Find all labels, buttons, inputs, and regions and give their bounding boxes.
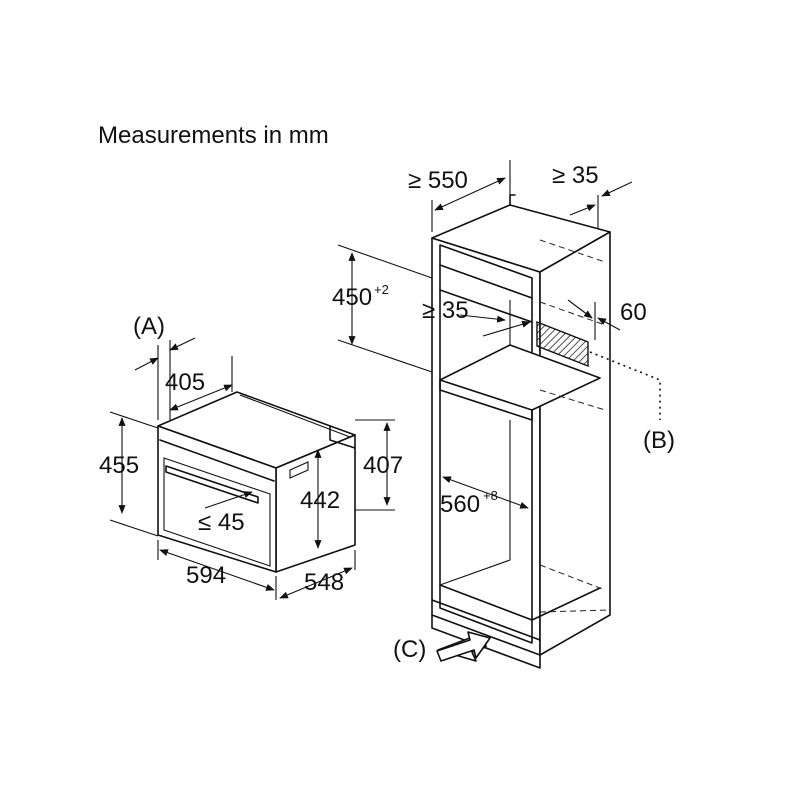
oven-front-face bbox=[157, 425, 277, 573]
dim-handle: ≤ 45 bbox=[198, 509, 245, 536]
dim-407: 407 bbox=[363, 452, 403, 479]
dim-550: ≥ 550 bbox=[408, 167, 468, 194]
dim-450: 450 +2 bbox=[332, 282, 389, 311]
dim-455: 455 bbox=[99, 452, 139, 479]
cabinet-side bbox=[539, 231, 611, 656]
dim-594: 594 bbox=[186, 562, 226, 589]
cabinet-drawing bbox=[431, 194, 661, 669]
cabinet-dimensions bbox=[337, 160, 633, 509]
dim-560: 560 +8 bbox=[440, 488, 498, 518]
label-c: (C) bbox=[393, 636, 426, 663]
label-b-leader bbox=[589, 351, 661, 420]
oven-drawing bbox=[157, 391, 356, 573]
dim-back-gap: ≥ 35 bbox=[552, 162, 599, 189]
label-a: (A) bbox=[133, 313, 165, 340]
dim-450-tolerance: +2 bbox=[374, 282, 389, 297]
dim-442: 442 bbox=[300, 487, 340, 514]
dim-405: 405 bbox=[165, 369, 205, 396]
dim-548: 548 bbox=[304, 569, 344, 596]
dim-60: 60 bbox=[620, 299, 647, 326]
vent-opening bbox=[536, 320, 589, 368]
label-b: (B) bbox=[643, 427, 675, 454]
title-text: Measurements in mm bbox=[98, 122, 329, 149]
dim-560-tolerance: +8 bbox=[483, 488, 498, 503]
dim-shelf-gap: ≥ 35 bbox=[422, 297, 469, 324]
dim-450-value: 450 bbox=[332, 284, 372, 311]
oven-dimensions bbox=[109, 337, 395, 600]
dim-560-value: 560 bbox=[440, 491, 480, 518]
door-handle bbox=[165, 465, 259, 504]
